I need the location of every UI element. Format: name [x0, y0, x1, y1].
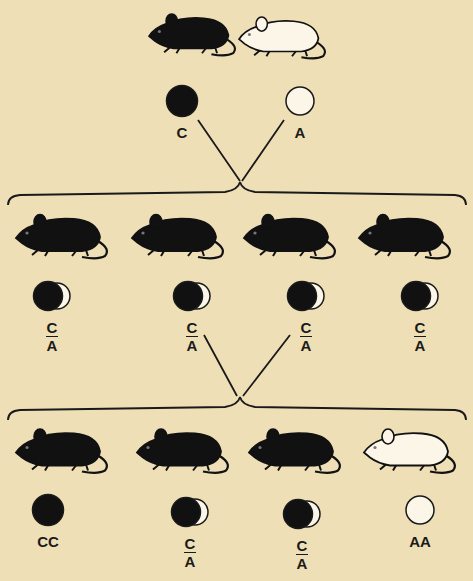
genotype-label: CA — [186, 319, 199, 354]
gene-circle — [23, 493, 73, 527]
genotype-circle: CA — [277, 497, 327, 573]
allele-letter: C — [296, 537, 309, 555]
allele-letter: A — [300, 337, 313, 354]
genotype-circle: AA — [395, 493, 445, 551]
gene-circle — [27, 279, 77, 313]
allele-letter: A — [296, 555, 309, 572]
gene-circle — [157, 84, 207, 118]
genotype-circle: CA — [165, 495, 215, 571]
genotype-label: C — [176, 124, 189, 141]
genotype-label: CA — [46, 319, 59, 354]
genotype-circle: CC — [23, 493, 73, 551]
gene-circle — [395, 279, 445, 313]
genotype-label: CA — [300, 319, 313, 354]
allele-letter: C — [46, 319, 59, 337]
genotype-label: AA — [408, 533, 432, 550]
gene-circle — [165, 495, 215, 529]
genotype-circle: CA — [167, 279, 217, 355]
allele-letter: A — [46, 337, 59, 354]
genotype-circle: CA — [395, 279, 445, 355]
genotype-label: A — [294, 124, 307, 141]
allele-letter: AA — [408, 533, 432, 550]
genotype-circle: A — [275, 84, 325, 142]
cross-lines — [8, 120, 466, 420]
allele-letter: A — [186, 337, 199, 354]
gene-circle — [167, 279, 217, 313]
genotype-circle: CA — [27, 279, 77, 355]
gene-circle — [395, 493, 445, 527]
allele-letter: A — [414, 337, 427, 354]
genotype-circle: C — [157, 84, 207, 142]
allele-letter: CC — [36, 533, 60, 550]
genotype-label: CA — [414, 319, 427, 354]
genotype-label: CA — [296, 537, 309, 572]
genotype-label: CC — [36, 533, 60, 550]
allele-letter: C — [300, 319, 313, 337]
gene-circle — [281, 279, 331, 313]
allele-letter: C — [414, 319, 427, 337]
allele-letter: A — [184, 553, 197, 570]
allele-letter: C — [186, 319, 199, 337]
gene-circle — [275, 84, 325, 118]
allele-letter: A — [294, 124, 307, 141]
gene-circle — [277, 497, 327, 531]
allele-letter: C — [184, 535, 197, 553]
genotype-label: CA — [184, 535, 197, 570]
allele-letter: C — [176, 124, 189, 141]
genotype-circle: CA — [281, 279, 331, 355]
